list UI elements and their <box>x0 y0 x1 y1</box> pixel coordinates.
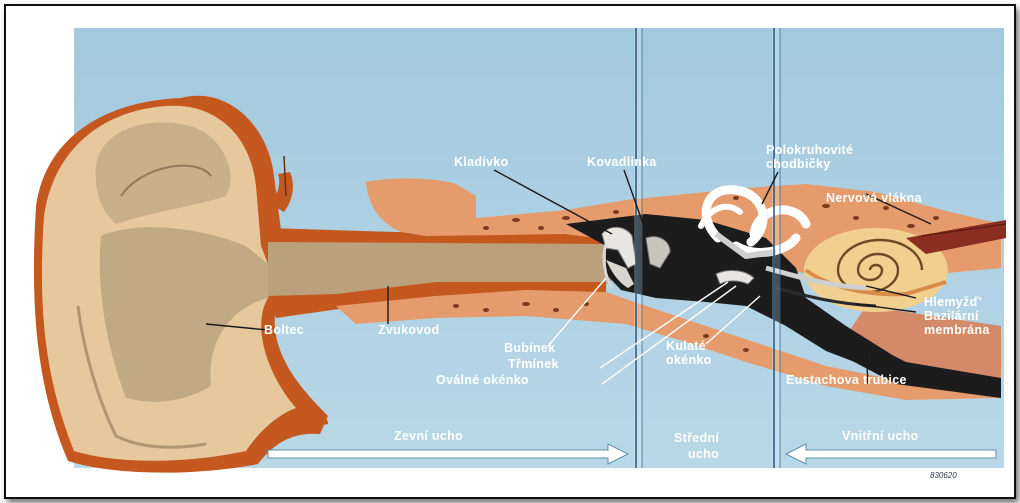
label-polokruhovite-2: chodbičky <box>766 157 831 171</box>
ear-anatomy-diagram: Kladívko Kovadlinka Polokruhovité chodbi… <box>6 6 1014 497</box>
section-middle-2: ucho <box>688 447 719 461</box>
label-hlemyzd: Hlemyžď' <box>924 295 982 309</box>
label-kulate-2: okénko <box>666 353 712 367</box>
label-bazilarni-2: membrána <box>924 323 990 337</box>
label-boltec: Boltec <box>264 323 304 337</box>
section-outer-ear: Zevní ucho <box>394 429 463 443</box>
diagram-frame: Kladívko Kovadlinka Polokruhovité chodbi… <box>4 4 1016 499</box>
label-trminek: Třmínek <box>508 357 559 371</box>
label-ovalne-okenko: Oválné okénko <box>436 373 529 387</box>
section-inner-ear: Vnitřní ucho <box>842 429 919 443</box>
label-kladivko: Kladívko <box>454 155 509 169</box>
label-bubinek: Bubínek <box>504 341 555 355</box>
label-polokruhovite-1: Polokruhovité <box>766 143 853 157</box>
label-kulate-1: Kulaté <box>666 339 706 353</box>
label-eustachova-trubice: Eustachova trubice <box>786 373 907 387</box>
label-kovadlinka: Kovadlinka <box>587 155 657 169</box>
figure-code: 830620 <box>930 471 957 480</box>
label-nervova-vlakna: Nervová vlákna <box>826 191 923 205</box>
label-zvukovod: Zvukovod <box>378 323 439 337</box>
section-middle-1: Střední <box>674 431 719 445</box>
label-bazilarni-1: Bazilární <box>924 309 979 323</box>
